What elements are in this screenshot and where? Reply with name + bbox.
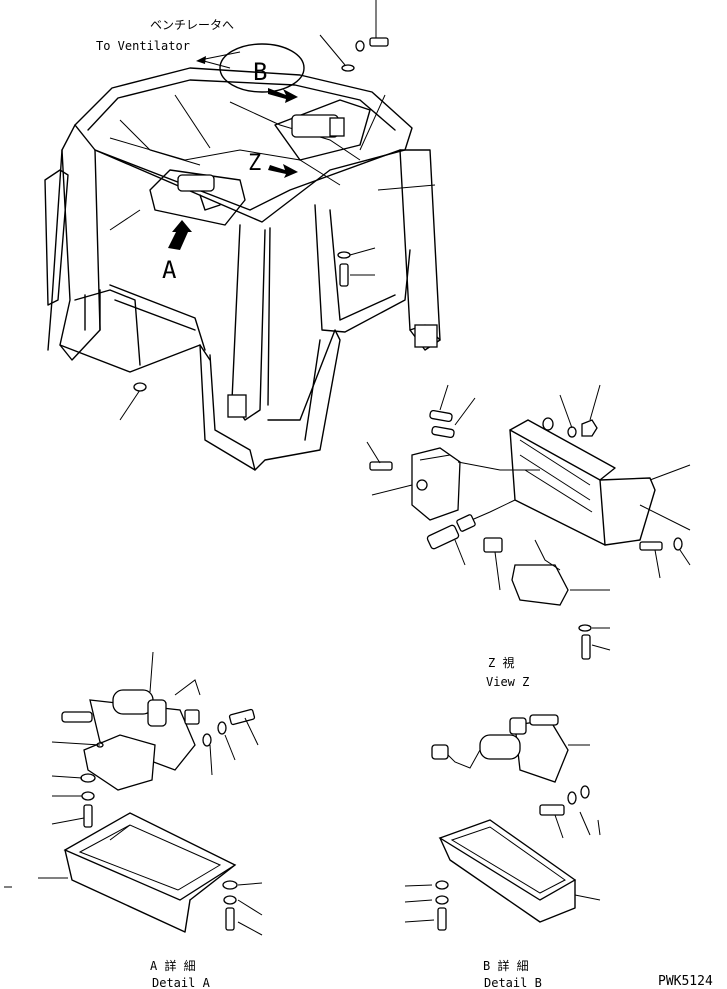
detail-a-en-label: Detail A <box>152 976 211 989</box>
cab-frame-assembly <box>44 67 441 471</box>
motor-unit-a <box>149 169 246 226</box>
ventilator-jp-label: ベンチレータへ <box>150 18 234 32</box>
view-z-assembly <box>369 409 683 660</box>
arrow-view-z <box>268 164 298 178</box>
ventilator-en-label: To Ventilator <box>96 39 190 53</box>
view-z-jp-label: Z 視 <box>488 655 514 670</box>
arrow-detail-b <box>268 88 298 103</box>
blower-unit-b <box>274 99 371 161</box>
arrow-ventilator <box>196 51 241 64</box>
detail-b-jp-label: B 詳 細 <box>483 958 529 973</box>
detail-b-assembly <box>431 714 590 931</box>
view-z-en-label: View Z <box>486 675 529 689</box>
leader-lines-detail-a <box>4 651 263 936</box>
bolt-top-right <box>341 37 389 72</box>
detail-b-en-label: Detail B <box>484 976 542 989</box>
part-code-label: PWK5124 <box>658 974 713 989</box>
leader-lines-main <box>109 0 436 421</box>
detail-a-assembly <box>61 679 256 933</box>
label-a: A <box>162 256 177 284</box>
label-z: Z <box>248 151 261 176</box>
arrow-detail-a <box>168 220 192 250</box>
label-b: B <box>253 58 267 86</box>
leader-lines-detail-b <box>404 744 601 923</box>
detail-a-jp-label: A 詳 細 <box>150 958 196 973</box>
washer-bolt-main <box>133 251 351 392</box>
leader-lines-view-z <box>366 384 691 651</box>
